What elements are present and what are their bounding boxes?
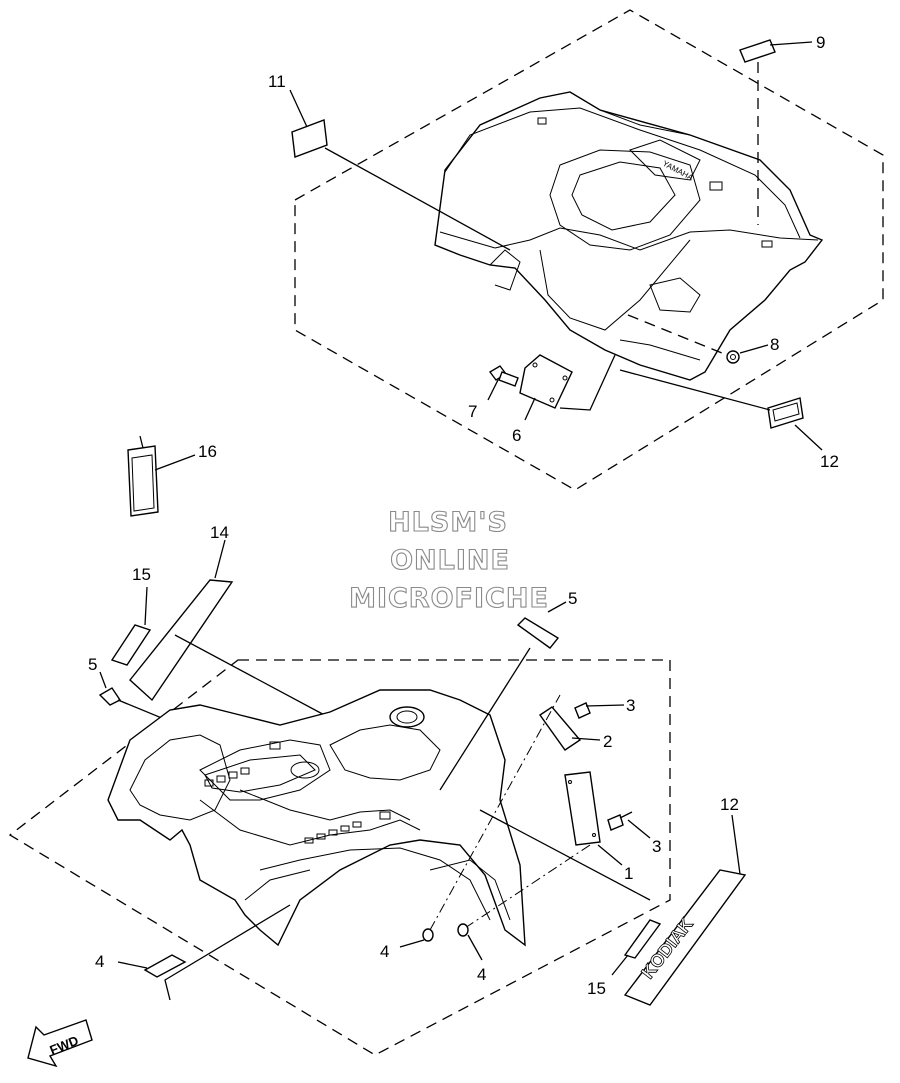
fwd-arrow-icon: FWD (27, 1019, 93, 1068)
callout-2: 2 (603, 732, 612, 751)
callout-4-right: 4 (477, 965, 486, 984)
rear-fender-group-boundary (294, 9, 884, 491)
callout-16: 16 (198, 442, 217, 461)
front-fender-group-boundary (8, 659, 671, 1056)
callout-3-lower: 3 (652, 837, 661, 856)
callout-9: 7 (468, 402, 477, 421)
part-5-pad (516, 617, 560, 649)
part-3-bolt-lower (607, 811, 651, 839)
part-9-bolt (488, 365, 519, 387)
part-12-plate-lower (767, 397, 804, 429)
callout-4-left: 4 (380, 942, 389, 961)
callout-10: 8 (770, 335, 779, 354)
callout-15-lower: 15 (587, 979, 606, 998)
callout-15-upper: 15 (132, 565, 151, 584)
part-15-decal-upper (110, 624, 152, 666)
part-14-decal (129, 579, 234, 702)
part-4-washer-left (422, 928, 434, 942)
part-12-pad-upper (291, 119, 328, 158)
callout-6: 4 (95, 952, 104, 971)
watermark-line-2: ONLINE (390, 545, 510, 576)
part-3-bolt-upper (574, 702, 625, 719)
rear-fender: YAMAHA (434, 91, 824, 381)
part-11-pad (739, 39, 776, 63)
watermark: HLSM'S ONLINE MICROFICHE (349, 506, 549, 614)
part-8-bracket (519, 354, 573, 409)
part-2-plate (539, 706, 582, 751)
watermark-line-1: HLSM'S (388, 507, 508, 538)
part-16-label (127, 435, 159, 517)
part-15-decal-lower (623, 919, 662, 959)
callout-14: 14 (210, 523, 229, 542)
part-7-emblem (98, 687, 122, 706)
callout-12-upper: 11 (268, 72, 286, 91)
front-fender (107, 689, 526, 947)
callout-1: 1 (624, 864, 633, 883)
callout-7: 5 (88, 655, 97, 674)
part-10-nut (726, 350, 740, 364)
watermark-line-3: MICROFICHE (349, 583, 549, 614)
part-6-pad (143, 954, 187, 978)
callout-13: 12 (720, 795, 739, 814)
callout-12-lower: 12 (820, 452, 839, 471)
callout-8: 6 (512, 426, 521, 445)
part-4-washer-right (457, 923, 469, 937)
callout-5: 5 (568, 589, 577, 608)
part-1-panel (564, 771, 601, 846)
callout-11: 9 (816, 33, 825, 52)
callout-3-upper: 3 (626, 696, 635, 715)
